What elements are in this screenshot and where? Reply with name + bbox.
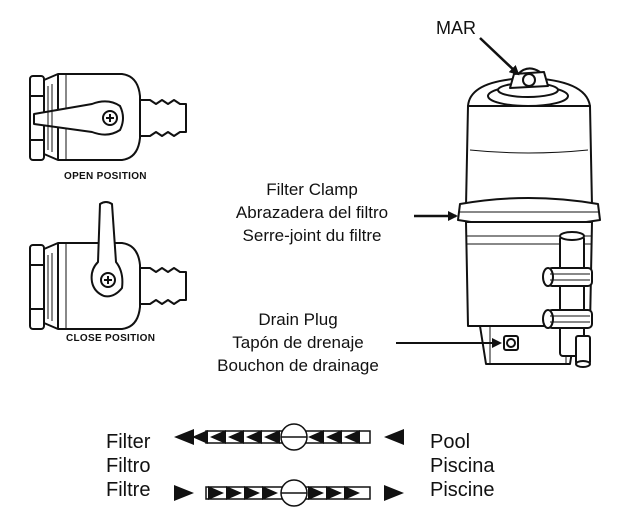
flow-label-pool-fr: Piscine <box>430 479 495 501</box>
filter-clamp-label-group: Filter Clamp Abrazadera del filtro Serre… <box>212 178 412 247</box>
flow-label-filter-es: Filtro <box>106 455 151 477</box>
filter-unit-illustration <box>457 67 601 368</box>
close-valve-illustration <box>29 201 187 330</box>
close-position-caption: CLOSE POSITION <box>66 333 156 344</box>
flow-to-pool-line <box>174 479 404 507</box>
filter-clamp-label-es: Abrazadera del filtro <box>235 203 389 222</box>
filter-unit-detail-lines <box>469 149 590 323</box>
flow-label-filter-en: Filter <box>106 431 151 453</box>
open-position-caption: OPEN POSITION <box>64 171 147 182</box>
drain-plug-label-es: Tapón de drenaje <box>232 333 364 352</box>
drain-plug-label-group: Drain Plug Tapón de drenaje Bouchon de d… <box>200 308 396 377</box>
close-valve-shading <box>47 253 53 321</box>
mar-label: MAR <box>436 18 476 38</box>
flow-left-labels: Filter Filtro Filtre <box>106 430 150 502</box>
mar-leader-arrow <box>479 37 520 76</box>
flow-right-labels: Pool Piscina Piscine <box>430 430 494 502</box>
drain-plug-label-fr: Bouchon de drainage <box>217 356 379 375</box>
flow-label-filter-fr: Filtre <box>106 479 151 501</box>
filter-clamp-label-fr: Serre-joint du filtre <box>242 226 382 245</box>
flow-label-pool-es: Piscina <box>430 455 495 477</box>
drain-plug-label-en: Drain Plug <box>258 310 338 329</box>
flow-label-pool-en: Pool <box>430 431 471 453</box>
flow-to-pool-arrows <box>174 485 404 501</box>
open-valve-illustration <box>29 73 187 161</box>
flow-to-filter-arrows <box>174 429 404 445</box>
flow-to-filter-line <box>174 423 404 451</box>
filter-clamp-label-en: Filter Clamp <box>266 180 358 199</box>
open-valve-shading <box>47 84 53 152</box>
